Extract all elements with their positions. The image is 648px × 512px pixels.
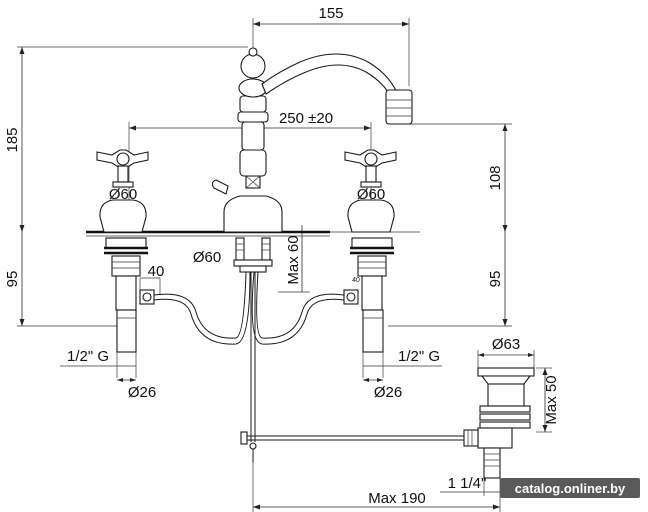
left-valve-body [104, 237, 155, 353]
label-hose-offset-small: 40 [352, 277, 360, 284]
label-waste-dia: Ø63 [492, 336, 520, 353]
spout-mounting [233, 237, 273, 462]
right-handle [344, 149, 397, 233]
waste-assembly [463, 367, 535, 479]
flexible-hoses [153, 271, 345, 345]
label-height-total: 185 [4, 127, 21, 152]
label-top-width: 155 [318, 5, 343, 22]
label-thread-right: 1/2" G [398, 348, 440, 365]
label-waste-height: Max 50 [543, 375, 560, 424]
label-tail-dia-right: Ø26 [374, 384, 402, 401]
label-tail-dia-left: Ø26 [128, 384, 156, 401]
pull-rod [240, 431, 468, 445]
right-valve-body [343, 237, 394, 353]
deck-surface [86, 230, 420, 237]
label-below-left: 95 [4, 271, 21, 288]
watermark: catalog.onliner.by [500, 478, 640, 498]
label-hose-offset: 40 [148, 263, 165, 280]
dimension-labels: 155 185 250 ±20 108 Ø60 Ø60 Ø60 Max 60 9… [4, 5, 560, 507]
watermark-text: catalog.onliner.by [515, 481, 626, 496]
label-max-deck: Max 60 [285, 235, 302, 284]
label-body-dia: Ø60 [193, 249, 221, 266]
label-thread-left: 1/2" G [67, 348, 109, 365]
label-spout-height: 108 [487, 165, 504, 190]
label-center-distance: 250 ±20 [279, 110, 333, 127]
spout-assembly [211, 47, 413, 233]
label-below-right: 95 [487, 271, 504, 288]
label-handle-dia-right: Ø60 [357, 186, 385, 203]
left-handle [96, 149, 149, 233]
label-waste-thread: 1 1/4" [448, 475, 487, 492]
label-pull-rod-length: Max 190 [368, 490, 426, 507]
label-handle-dia-left: Ø60 [109, 186, 137, 203]
